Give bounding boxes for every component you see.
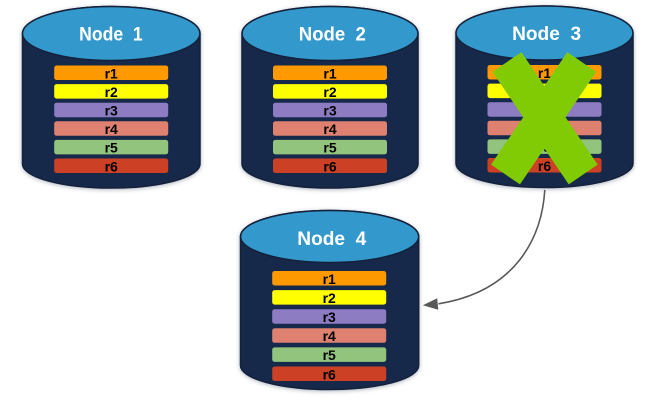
svg-text:Node 3: Node 3 [512,24,581,45]
svg-text:r1: r1 [323,271,336,287]
svg-text:r3: r3 [323,309,336,325]
svg-text:Node 4: Node 4 [297,229,366,250]
svg-text:Node 2: Node 2 [299,24,366,45]
svg-text:r5: r5 [323,347,336,363]
svg-text:Node 1: Node 1 [79,24,143,45]
svg-text:r6: r6 [323,366,336,382]
svg-text:r4: r4 [323,328,336,344]
svg-text:r2: r2 [323,290,336,306]
